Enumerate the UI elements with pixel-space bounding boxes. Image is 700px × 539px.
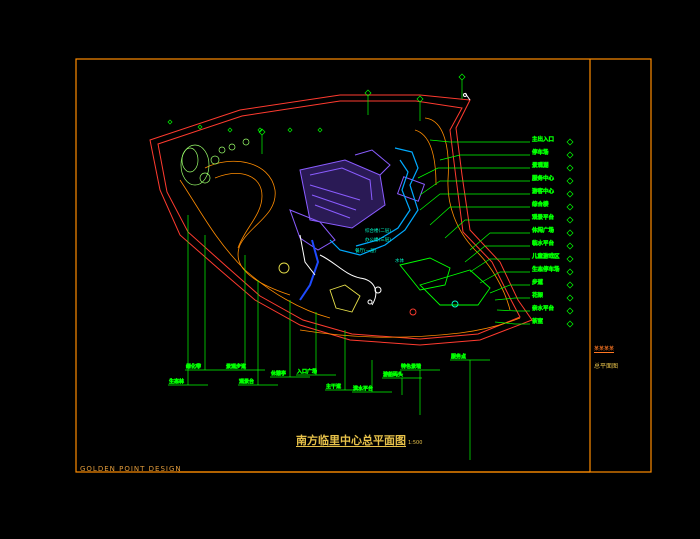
callout-marker [566, 294, 574, 302]
callout-leader [419, 193, 530, 211]
callout-label: 步道 [532, 278, 544, 286]
callout-leader [429, 139, 530, 143]
callout-leader [494, 321, 530, 325]
plan-label: 办公楼(三层) [365, 236, 391, 243]
callout-marker [566, 138, 574, 146]
callout-marker [566, 164, 574, 172]
callout-label: 主干道 [326, 383, 341, 390]
callout-label: 观景台 [239, 378, 254, 385]
sheet-frame [75, 58, 652, 473]
callout-label: 亲水平台 [532, 304, 555, 312]
callout-leader [417, 167, 530, 179]
callout-label: 服务点 [451, 353, 466, 360]
plan-label: 综合楼(二层) [365, 227, 391, 234]
callout-marker [197, 124, 203, 130]
outer-frame [75, 58, 652, 473]
callout-label: 游客中心 [532, 187, 555, 195]
plan-label: 餐厅(一层) [355, 247, 377, 254]
north-arrow [463, 92, 471, 101]
callout-marker [566, 268, 574, 276]
tree-cluster [180, 138, 250, 186]
plan-labels: 综合楼(二层) 办公楼(三层) 餐厅(一层) 水体 [355, 227, 404, 264]
callout-leader [494, 297, 530, 301]
callout-leader [429, 206, 530, 226]
callout-marker [566, 177, 574, 185]
callout-label: 休憩亭 [271, 370, 286, 377]
pathways [299, 234, 382, 306]
plan-label: 水体 [395, 257, 404, 264]
title-block-sheet-name: 总平面图 [594, 363, 619, 370]
callout-marker [566, 229, 574, 237]
callout-label: 景观湖 [532, 161, 549, 169]
leader-lines-right: 主出入口停车场景观湖服务中心游客中心综合楼观景平台休闲广场临水平台儿童游戏区生态… [417, 135, 574, 328]
brand-label: GOLDEN POINT DESIGN [80, 465, 182, 473]
callout-label: 观景平台 [532, 213, 555, 221]
callout-leader [496, 309, 530, 312]
callout-marker [257, 127, 263, 133]
callout-label: 茶室 [532, 317, 544, 325]
callout-marker [458, 73, 466, 81]
callout-label: 综合楼 [532, 200, 549, 208]
drawing-scale: 1:500 [408, 440, 423, 446]
title-underline [296, 446, 406, 447]
callout-marker [566, 281, 574, 289]
callout-marker [566, 203, 574, 211]
callout-marker [167, 119, 173, 125]
callout-label: 景观步道 [226, 363, 246, 370]
callout-label: 游船码头 [383, 371, 403, 378]
plaza-features [278, 257, 491, 316]
callout-leader [489, 284, 530, 294]
title-block-stamp: 某某某某 [594, 346, 615, 353]
callout-marker [566, 242, 574, 250]
callout-leader [444, 219, 530, 239]
callout-label: 临水平台 [532, 239, 555, 247]
callout-leader [419, 180, 530, 196]
callout-leader [479, 271, 530, 284]
callout-label: 休闲广场 [532, 226, 555, 234]
callout-label: 生态林 [169, 378, 184, 385]
callout-marker [566, 307, 574, 315]
callout-label: 服务中心 [532, 174, 555, 182]
callout-leader [469, 258, 530, 273]
callout-marker [566, 216, 574, 224]
callout-label: 生态停车场 [532, 265, 560, 273]
callout-label: 特色景墙 [401, 363, 421, 370]
callout-marker [566, 151, 574, 159]
callout-label: 停车场 [532, 148, 549, 156]
callout-label: 主出入口 [532, 135, 554, 143]
callout-label: 儿童游戏区 [532, 252, 560, 260]
site-boundary [149, 94, 533, 346]
drawing-title-text: 南方临里中心总平面图 [296, 434, 406, 447]
callout-label: 绿化带 [186, 363, 201, 370]
callout-marker [227, 127, 233, 133]
callout-label: 入口广场 [297, 368, 317, 375]
callout-marker [566, 190, 574, 198]
callout-leader [464, 245, 530, 263]
callout-marker [566, 320, 574, 328]
callout-leader [469, 232, 530, 251]
callout-marker [317, 127, 323, 133]
callout-label: 滨水平台 [353, 385, 373, 392]
buildings [289, 149, 426, 251]
callout-marker [566, 255, 574, 263]
callout-label: 花架 [532, 291, 544, 299]
callout-marker [287, 127, 293, 133]
callout-leader [439, 154, 530, 161]
leader-lines-top [167, 73, 466, 154]
